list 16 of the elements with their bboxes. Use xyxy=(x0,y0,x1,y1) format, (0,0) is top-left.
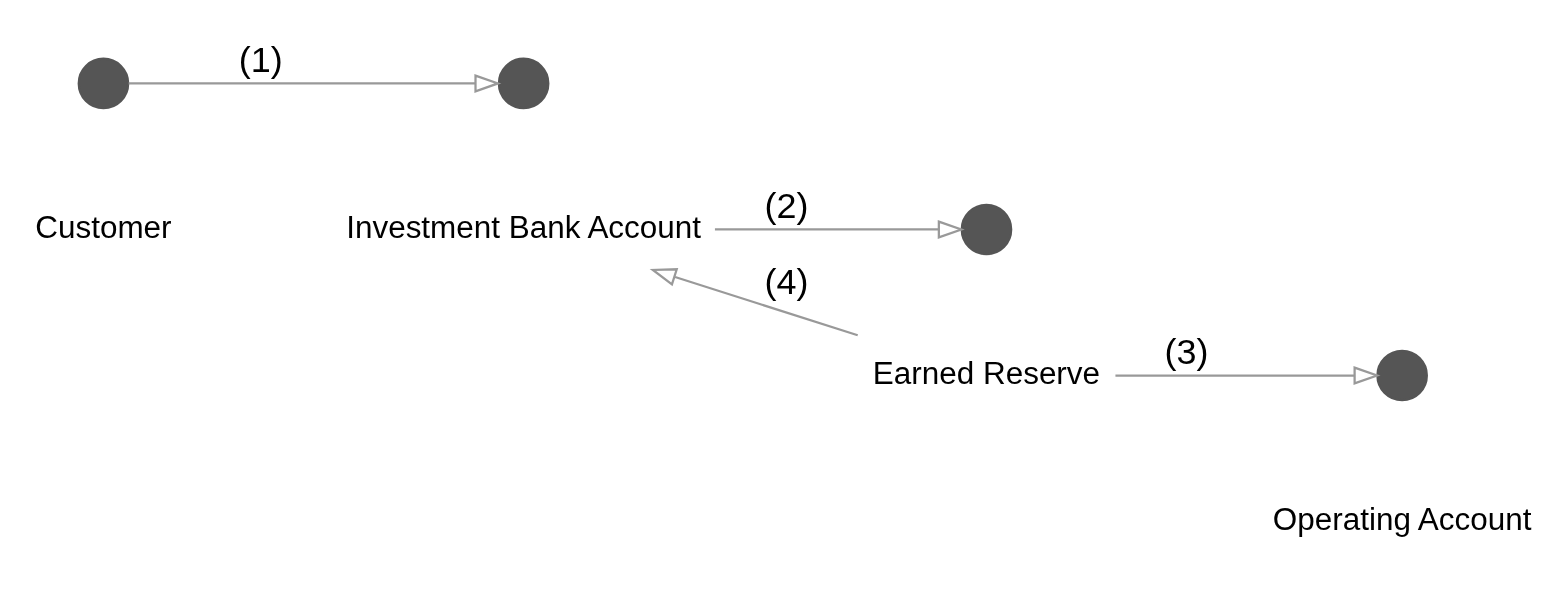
node-text: Operating Account xyxy=(1272,501,1532,537)
arrow xyxy=(714,220,965,239)
node-circle xyxy=(497,57,550,110)
edge-label: (1) xyxy=(238,38,283,80)
arrow xyxy=(1115,366,1381,385)
node-circle xyxy=(1376,349,1428,402)
edge-label: (3) xyxy=(1164,330,1209,372)
edge-label: (4) xyxy=(764,261,809,303)
arrow xyxy=(649,268,859,337)
node-text: Investment Bank Account xyxy=(346,209,701,245)
node-circle xyxy=(960,203,1013,256)
edge-label: (2) xyxy=(764,184,809,226)
node-circle xyxy=(77,57,130,110)
node-text: Earned Reserve xyxy=(872,355,1101,391)
arrow xyxy=(128,74,502,93)
node-text: Customer xyxy=(35,209,172,245)
